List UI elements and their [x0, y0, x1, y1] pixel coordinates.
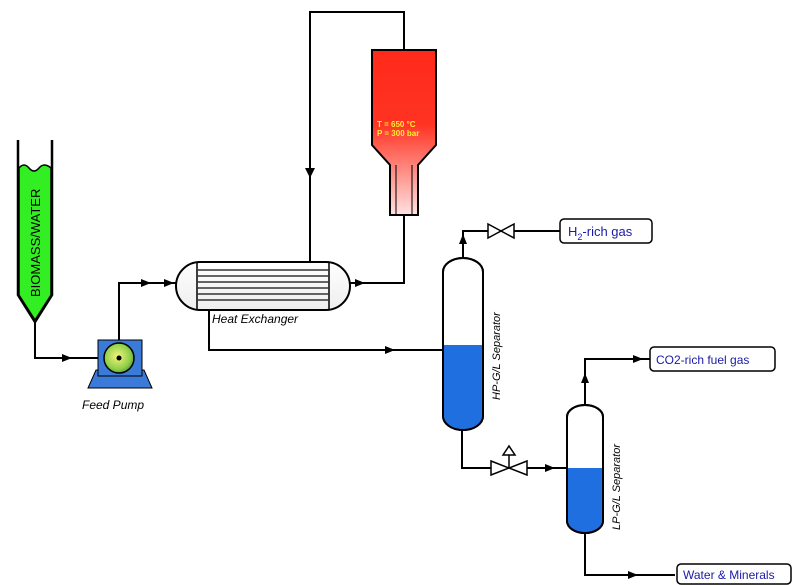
- arrow-reactor-down: [305, 168, 315, 178]
- arrow-hp-up: [459, 234, 467, 244]
- pipes: [34, 11, 675, 576]
- arrow-into-hx-right: [355, 279, 365, 287]
- co2-label: CO2-rich fuel gas: [656, 353, 749, 367]
- pipe-hx-to-hp-separator: [208, 310, 445, 351]
- arrow-into-hx-2: [164, 279, 174, 287]
- pipe-reactor-to-hx: [349, 215, 405, 284]
- hp-separator: HP-G/L Separator: [442, 257, 503, 431]
- hx-label: Heat Exchanger: [212, 312, 299, 326]
- svg-text:H2-rich gas: H2-rich gas: [568, 224, 633, 242]
- pump-label: Feed Pump: [82, 398, 144, 412]
- lp-separator-label: LP-G/L Separator: [611, 443, 623, 530]
- output-h2-rich-gas: H2-rich gas: [559, 218, 653, 244]
- h2-label-sub: 2: [577, 232, 582, 242]
- reactor-temperature: T = 650 °C: [377, 120, 416, 129]
- output-co2-fuel-gas: CO2-rich fuel gas: [649, 346, 776, 372]
- pipe-hx-to-reactor: [309, 11, 405, 262]
- h2-label-rest: -rich gas: [582, 224, 632, 239]
- arrow-into-lp-separator: [545, 464, 555, 472]
- arrow-into-pump: [62, 354, 72, 362]
- arrow-into-hp-separator: [385, 346, 395, 354]
- water-label: Water & Minerals: [683, 568, 775, 582]
- arrow-co2-out: [633, 355, 643, 363]
- output-water-minerals: Water & Minerals: [676, 563, 792, 585]
- pipe-lp-top: [584, 358, 650, 405]
- flow-arrows: [62, 168, 643, 579]
- pipe-hp-to-lp: [461, 430, 491, 469]
- hp-separator-label: HP-G/L Separator: [491, 311, 503, 400]
- pipe-pump-to-hx: [118, 282, 176, 345]
- biomass-hopper: BIOMASS/WATER: [16, 140, 54, 325]
- pipe-lp-bottom: [584, 533, 675, 576]
- control-valve-icon[interactable]: [490, 444, 528, 477]
- arrow-into-hx-1: [141, 279, 151, 287]
- hopper-label: BIOMASS/WATER: [28, 189, 43, 297]
- arrow-water-out: [628, 571, 638, 579]
- reactor-pressure: P = 300 bar: [377, 129, 419, 138]
- pipe-hp-top: [462, 230, 488, 258]
- arrow-lp-up: [581, 373, 589, 383]
- feed-pump: Feed Pump: [82, 339, 153, 412]
- heat-exchanger: Heat Exchanger: [175, 261, 351, 326]
- h2-label-main: H: [568, 224, 577, 239]
- reactor: T = 650 °C P = 300 bar: [371, 49, 437, 216]
- pipe-hopper-to-pump: [34, 322, 104, 359]
- h2-valve-icon[interactable]: [487, 222, 515, 240]
- lp-separator: LP-G/L Separator: [566, 404, 623, 534]
